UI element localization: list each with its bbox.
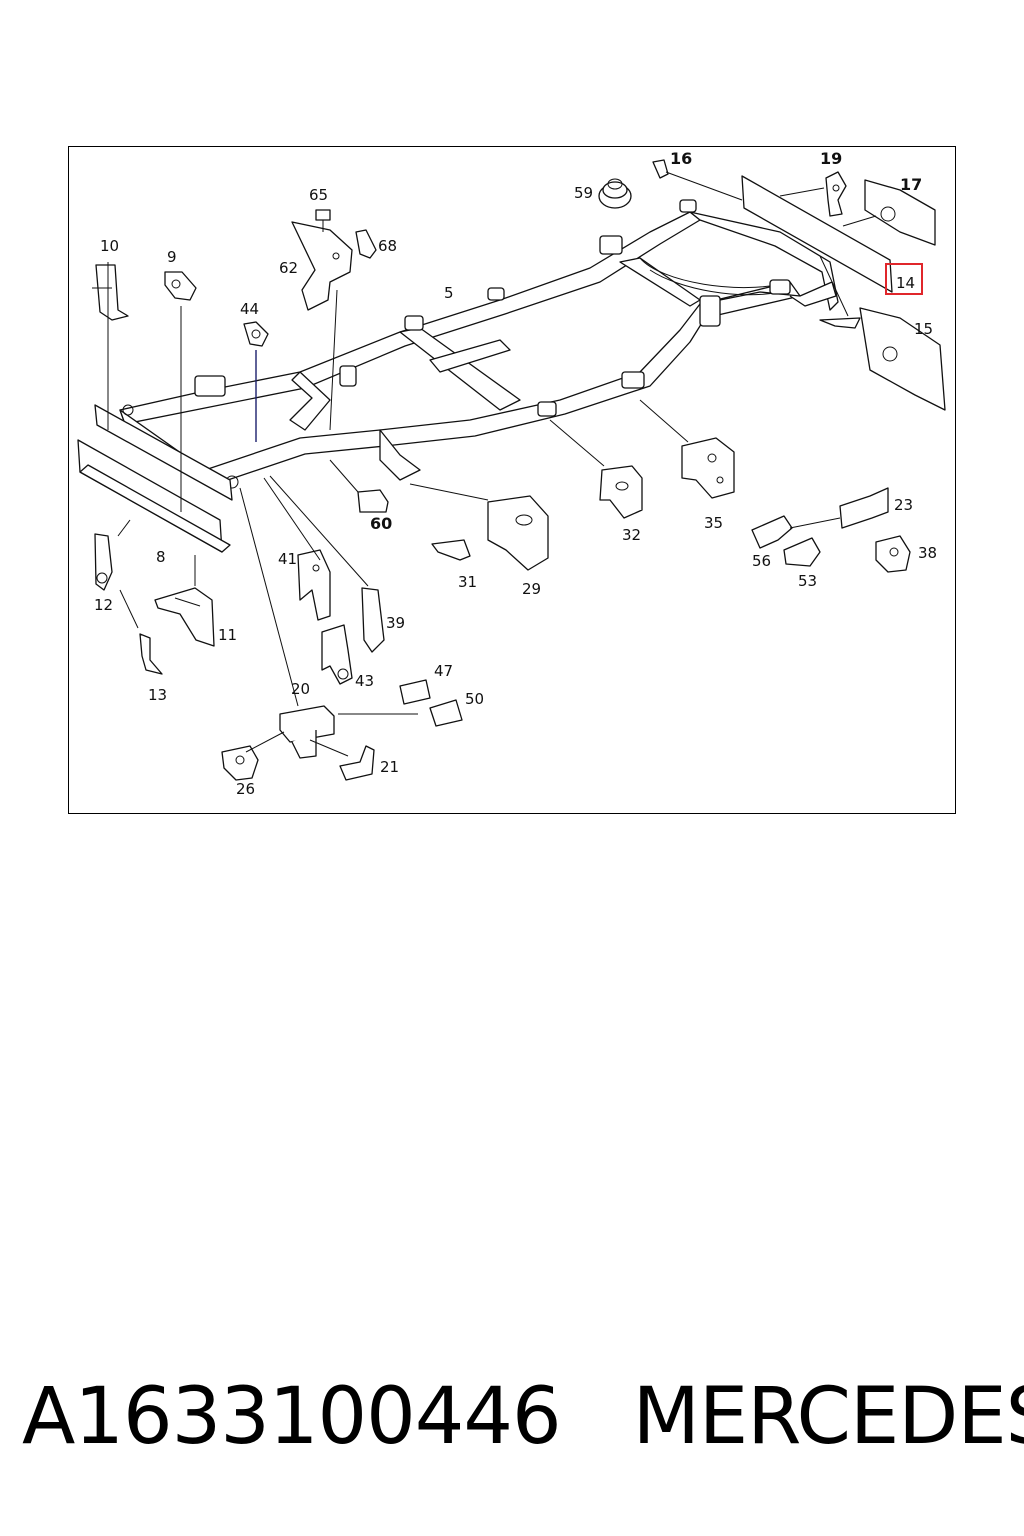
main-frame xyxy=(119,199,839,489)
label-62[interactable]: 62 xyxy=(279,259,298,277)
part-21-clamp xyxy=(339,745,375,781)
label-35[interactable]: 35 xyxy=(704,514,723,532)
part-16-clip xyxy=(652,159,669,179)
part-29-mount xyxy=(487,495,549,571)
label-16[interactable]: 16 xyxy=(670,149,692,168)
part-35-bracket xyxy=(681,437,735,499)
part-19-hook xyxy=(825,171,847,217)
label-68[interactable]: 68 xyxy=(378,237,397,255)
part-43-bracket xyxy=(321,624,353,685)
label-23[interactable]: 23 xyxy=(894,496,913,514)
label-5[interactable]: 5 xyxy=(444,284,454,302)
leader-lines xyxy=(107,171,877,757)
label-15[interactable]: 15 xyxy=(914,320,933,338)
label-53[interactable]: 53 xyxy=(798,572,817,590)
label-50[interactable]: 50 xyxy=(465,690,484,708)
label-26[interactable]: 26 xyxy=(236,780,255,798)
label-11[interactable]: 11 xyxy=(218,626,237,644)
rear-crossmember xyxy=(741,175,946,411)
label-41[interactable]: 41 xyxy=(278,550,297,568)
label-19[interactable]: 19 xyxy=(820,149,842,168)
part-11-bracket xyxy=(154,587,215,647)
label-12[interactable]: 12 xyxy=(94,596,113,614)
part-68-clip xyxy=(355,229,377,259)
caption: A1633100446 MERCEDES xyxy=(22,1372,1024,1462)
label-13[interactable]: 13 xyxy=(148,686,167,704)
front-bumper xyxy=(77,404,233,553)
part-32-bracket xyxy=(599,465,643,519)
part-60-pad xyxy=(357,489,389,513)
label-47[interactable]: 47 xyxy=(434,662,453,680)
part-10-bracket xyxy=(92,264,129,321)
label-32[interactable]: 32 xyxy=(622,526,641,544)
label-31[interactable]: 31 xyxy=(458,573,477,591)
part-13-plate xyxy=(139,633,163,675)
part-41-bracket xyxy=(297,549,331,621)
part-56-shim xyxy=(751,515,793,549)
part-23-bracket xyxy=(839,487,889,529)
label-43[interactable]: 43 xyxy=(355,672,374,690)
highlight-box-14 xyxy=(885,263,923,295)
part-26-mount xyxy=(221,745,259,781)
part-44-nut xyxy=(243,321,269,347)
part-50-shim xyxy=(429,699,463,727)
label-65[interactable]: 65 xyxy=(309,186,328,204)
part-62-bracket xyxy=(291,221,353,311)
label-10[interactable]: 10 xyxy=(100,237,119,255)
part-number-text: A1633100446 xyxy=(22,1372,562,1462)
label-14[interactable]: 14 xyxy=(896,274,915,292)
label-38[interactable]: 38 xyxy=(918,544,937,562)
part-38-mount xyxy=(875,535,911,573)
label-56[interactable]: 56 xyxy=(752,552,771,570)
part-53-shim xyxy=(783,537,821,567)
label-8[interactable]: 8 xyxy=(156,548,166,566)
part-labels: 5 8 9 10 11 12 13 15 16 17 19 20 21 23 2… xyxy=(94,149,937,798)
label-9[interactable]: 9 xyxy=(167,248,177,266)
label-60[interactable]: 60 xyxy=(370,514,392,533)
label-29[interactable]: 29 xyxy=(522,580,541,598)
label-17[interactable]: 17 xyxy=(900,175,922,194)
part-9-clip xyxy=(164,271,197,301)
part-12-eye xyxy=(94,533,113,591)
part-59-bush xyxy=(598,178,632,209)
label-21[interactable]: 21 xyxy=(380,758,399,776)
part-39-plate xyxy=(361,587,385,653)
part-47-shim xyxy=(399,679,431,705)
label-39[interactable]: 39 xyxy=(386,614,405,632)
part-20-bracket xyxy=(279,705,335,759)
label-59[interactable]: 59 xyxy=(574,184,593,202)
label-44[interactable]: 44 xyxy=(240,300,259,318)
label-20[interactable]: 20 xyxy=(291,680,310,698)
part-65-bolt xyxy=(315,209,331,232)
part-31-shim xyxy=(431,539,471,561)
brand-text: MERCEDES xyxy=(632,1372,1024,1462)
